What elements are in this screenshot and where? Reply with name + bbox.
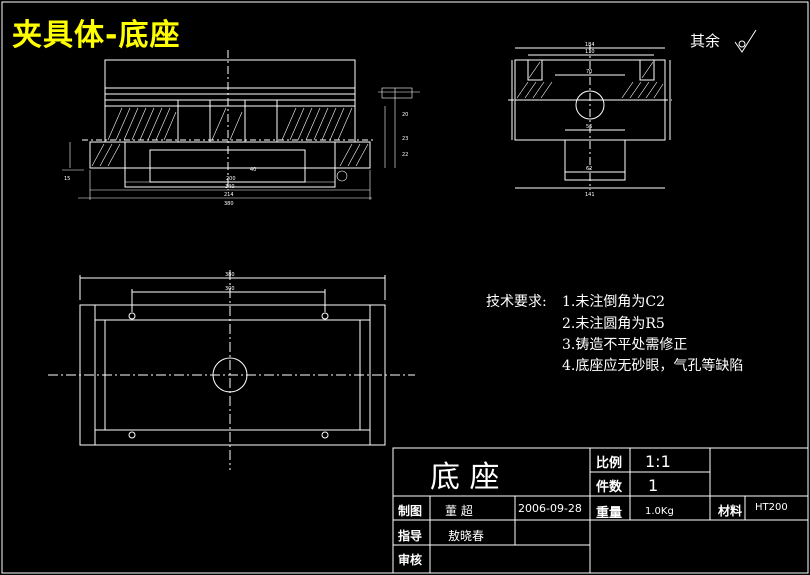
guide-label: 指导 — [398, 529, 423, 543]
front-hatching — [91, 107, 369, 167]
part-name: 底 座 — [430, 460, 500, 495]
plan-view — [48, 270, 415, 470]
dim-front-20: 20 — [402, 112, 408, 118]
material-value: HT200 — [755, 502, 788, 513]
dim-front-200: 200 — [226, 176, 236, 182]
scale-value: 1:1 — [645, 452, 671, 471]
surface-note: 其余 — [690, 32, 721, 50]
dim-side-141: 141 — [585, 192, 595, 198]
requirements-heading: 技术要求: — [486, 294, 547, 310]
dim-side-62: 62 — [586, 166, 592, 172]
dim-plan-380: 380 — [225, 272, 235, 278]
dim-front-214: 214 — [224, 192, 234, 198]
material-label: 材料 — [718, 504, 743, 518]
guide-by: 敖晓春 — [448, 529, 485, 543]
requirement-item: 4.底座应无砂眼，气孔等缺陷 — [562, 358, 744, 374]
scale-label: 比例 — [596, 456, 623, 471]
qty-label: 件数 — [596, 480, 623, 495]
front-dimension-lines — [62, 87, 420, 200]
qty-value: 1 — [648, 476, 659, 495]
front-dimension-texts: 340 200 214 40 380 20 23 22 15 — [64, 112, 408, 207]
drawn-by: 董 超 — [445, 504, 473, 518]
side-view — [508, 45, 672, 190]
dim-side-184: 184 — [585, 42, 595, 48]
drawing-date: 2006-09-28 — [518, 502, 582, 515]
dim-side-56: 56 — [586, 124, 592, 130]
dim-front-380: 380 — [224, 201, 234, 207]
side-hatching — [516, 61, 664, 99]
dim-front-40: 40 — [250, 167, 256, 173]
review-label: 审核 — [398, 553, 423, 567]
requirement-item: 2.未注圆角为R5 — [562, 316, 665, 332]
title-block-grid — [392, 447, 809, 574]
plan-dimension-texts: 380 300 — [225, 272, 235, 292]
dim-front-340: 340 — [225, 184, 235, 190]
dim-front-15: 15 — [64, 176, 70, 182]
requirement-item: 1.未注倒角为C2 — [562, 294, 665, 310]
dim-front-23: 23 — [402, 136, 408, 142]
front-view — [82, 50, 375, 190]
requirement-item: 3.铸造不平处需修正 — [562, 337, 688, 353]
drawn-label: 制图 — [398, 504, 423, 518]
side-dimension-texts: 184 110 70 56 62 141 — [585, 42, 595, 198]
dim-plan-300: 300 — [225, 286, 235, 292]
dim-side-70: 70 — [586, 69, 592, 75]
surface-finish-icon — [734, 29, 757, 53]
drawing-title: 夹具体-底座 — [12, 18, 181, 53]
dim-front-22: 22 — [402, 152, 408, 158]
dim-side-110: 110 — [585, 49, 595, 55]
weight-value: 1.0Kg — [645, 506, 674, 517]
weight-label: 重量 — [596, 506, 623, 521]
